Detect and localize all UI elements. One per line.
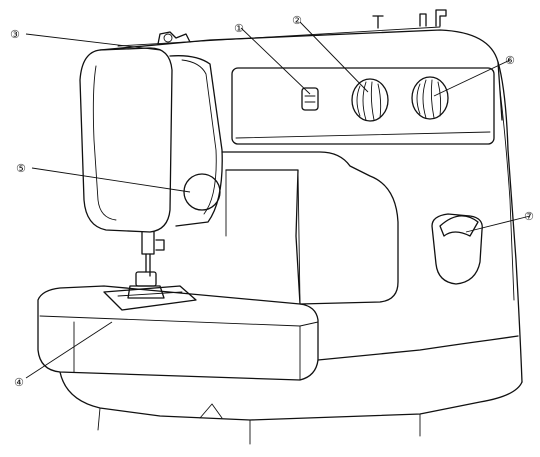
callout-label-7: ⑦ <box>524 210 534 223</box>
callout-label-5: ⑤ <box>16 162 26 175</box>
callout-label-6: ⑥ <box>505 54 515 67</box>
callout-label-2: ② <box>292 14 302 27</box>
spool-pin-right <box>435 9 447 27</box>
extension-table <box>37 285 319 381</box>
callout-2: ② <box>292 14 302 27</box>
bobbin-winder <box>157 31 191 45</box>
needle-assembly <box>127 231 165 299</box>
callout-6: ⑥ <box>505 54 515 67</box>
spool-pin-center <box>419 13 427 27</box>
callout-7: ⑦ <box>524 210 534 223</box>
callout-label-1: ① <box>234 22 244 35</box>
reverse-lever <box>301 87 319 111</box>
needle-plate <box>103 285 197 311</box>
callout-1: ① <box>234 22 244 35</box>
leader-lines <box>25 21 531 379</box>
sewing-machine-illustration <box>37 9 523 445</box>
callout-5: ⑤ <box>16 162 26 175</box>
machine-right-column <box>497 61 523 383</box>
stitch-length-dial <box>411 76 449 120</box>
callout-label-4: ④ <box>14 376 24 389</box>
callout-3: ③ <box>10 28 20 41</box>
thread-take-up-cover <box>169 55 223 227</box>
machine-head-cover <box>79 47 173 233</box>
callout-4: ④ <box>14 376 24 389</box>
spool-pin-left <box>372 15 384 29</box>
callout-label-3: ③ <box>10 28 20 41</box>
stitch-selector-dial <box>351 78 389 122</box>
side-lever <box>431 213 483 285</box>
arm-opening <box>221 151 399 305</box>
control-panel <box>231 67 495 145</box>
machine-top-arm <box>99 29 503 121</box>
tension-knob <box>183 173 221 211</box>
